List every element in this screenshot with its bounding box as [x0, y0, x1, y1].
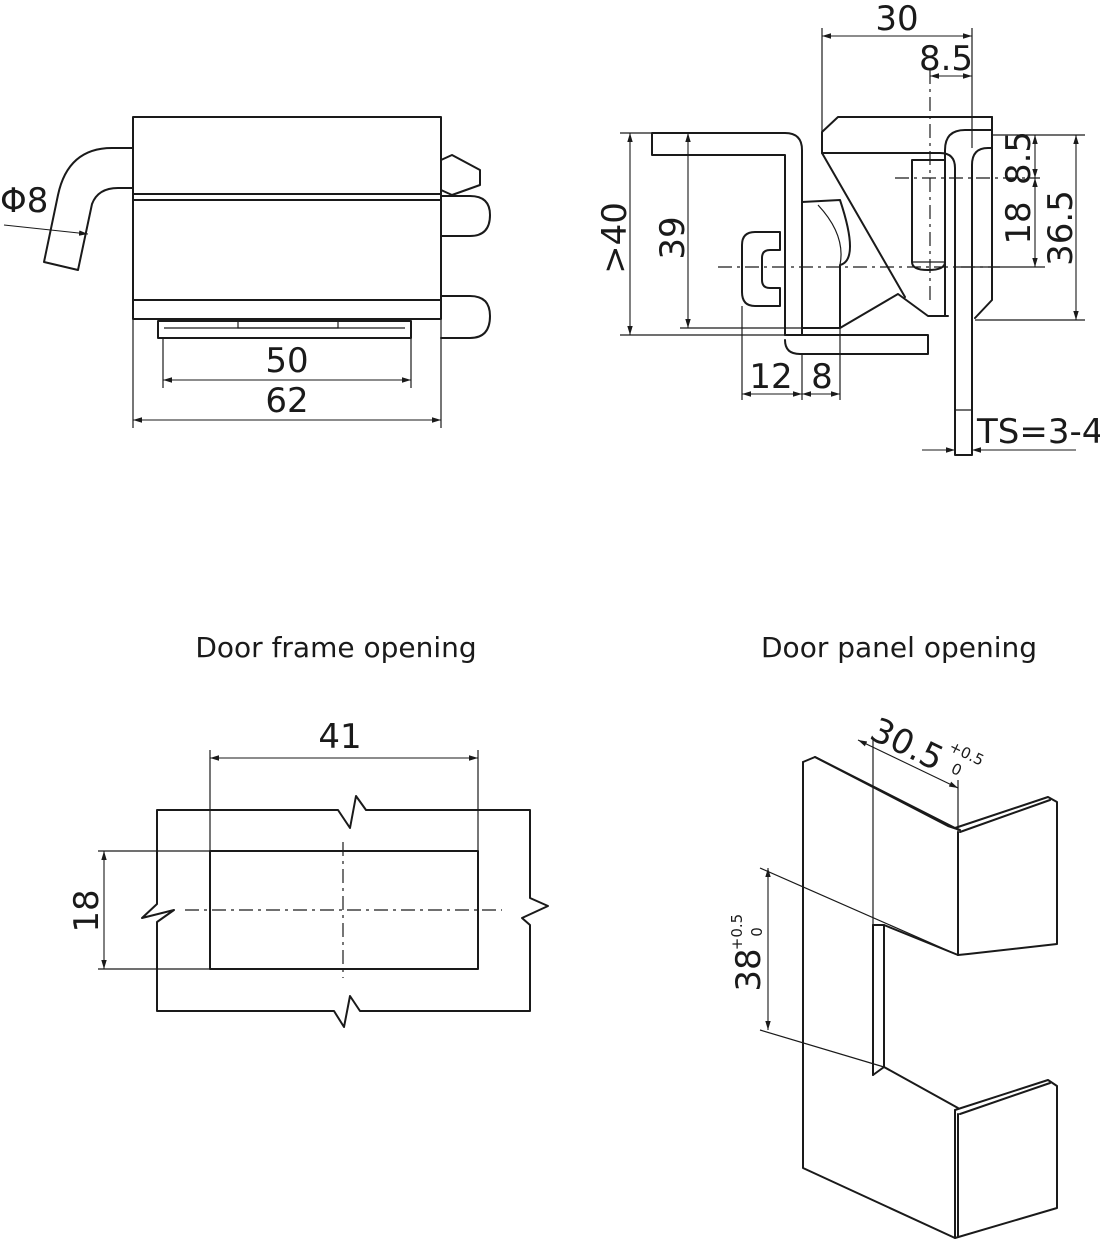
dim-pin-offset-label: 8.5: [919, 39, 973, 79]
thickness-label: TS=3-4: [976, 412, 1100, 452]
dim-18-frame-label: 18: [67, 889, 107, 932]
panel-leaf-back: [974, 116, 993, 319]
front-view: Φ8 50 62: [0, 116, 491, 428]
panel-leaf: [821, 147, 993, 456]
dim-pin-top-label: 8.5: [999, 131, 1039, 185]
dim-12-label: 12: [749, 357, 792, 397]
t-bolt: [741, 231, 781, 307]
knuckle-lower: [440, 295, 491, 339]
frame-sheet: [141, 795, 549, 1028]
panel-opening-view: 30.5 +0.5 0 38 +0.5 0: [728, 710, 1058, 1239]
dim-62-label: 62: [265, 381, 308, 421]
base-plate: [157, 320, 412, 339]
angled-arm-edge: [821, 152, 906, 298]
link-block: [801, 199, 851, 329]
dim-30-label: 30: [875, 0, 918, 39]
knuckle-upper: [440, 195, 491, 237]
dim-39-label: 39: [653, 216, 693, 259]
dim-30-5-tol-lower: 0: [948, 759, 964, 779]
caption-frame-opening: Door frame opening: [195, 631, 476, 664]
dim-30-5-label: 30.5: [864, 710, 950, 779]
dim-18-side-label: 18: [999, 201, 1039, 244]
panel-leaf-top: [821, 116, 993, 317]
dim-38-label: 38: [729, 948, 769, 991]
dim-min-height-label: >40: [595, 202, 635, 274]
angled-arm-lower: [839, 293, 949, 329]
panel-left-face: [802, 761, 956, 1239]
hinge-body: [132, 116, 442, 320]
frame-cutout: [209, 850, 479, 970]
hinge-pin: [911, 159, 946, 271]
dim-30-5-tol-upper: +0.5: [946, 737, 987, 769]
side-view: 30 8.5 >40 39 8.5 18 36.5 12 8 TS=3: [595, 0, 1100, 456]
caption-panel-opening: Door panel opening: [761, 631, 1037, 664]
dim-41-label: 41: [318, 717, 361, 757]
panel-upper-flange: [954, 796, 1058, 956]
pin-tip: [440, 154, 481, 196]
frame-opening-view: 41 18: [67, 717, 549, 1028]
panel-notch: [883, 924, 959, 1109]
dim-8-label: 8: [811, 357, 833, 397]
panel-lower-flange: [954, 1079, 1058, 1239]
lower-plate: [784, 334, 929, 355]
dim-38-tol-lower: 0: [748, 927, 766, 937]
dim-50-label: 50: [265, 341, 308, 381]
bent-pin: [43, 147, 134, 271]
dim-36-5-label: 36.5: [1041, 190, 1081, 266]
dim-38-tol-upper: +0.5: [728, 914, 746, 950]
pin-diameter-label: Φ8: [0, 181, 48, 221]
